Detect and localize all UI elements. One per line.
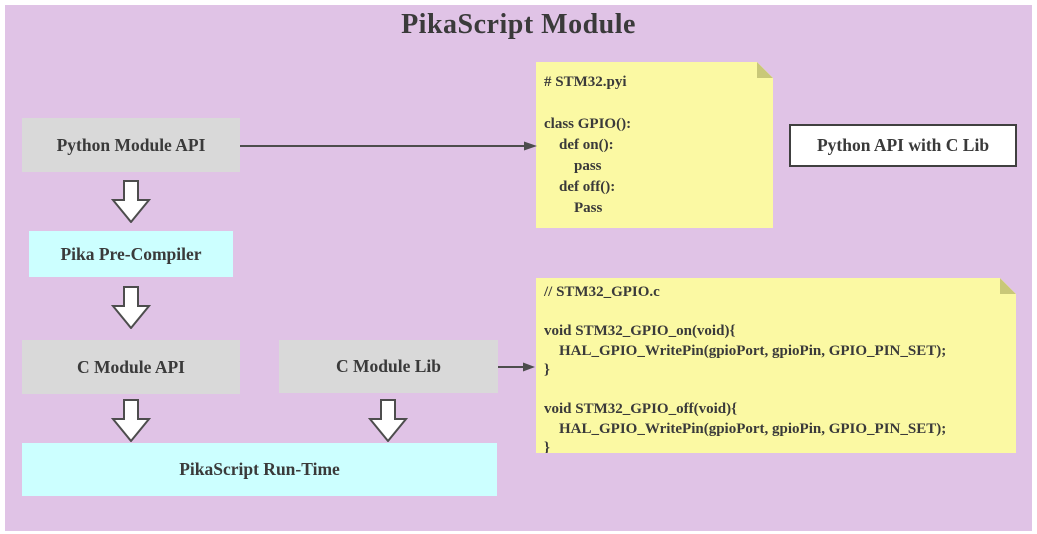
node-pika-pre-compiler-label: Pika Pre-Compiler — [60, 243, 202, 264]
note-stm32-gpio-c: // STM32_GPIO.c void STM32_GPIO_on(void)… — [536, 278, 1016, 453]
node-pikascript-runtime: PikaScript Run-Time — [22, 443, 497, 496]
page-title: PikaScript Module — [401, 9, 636, 40]
down-block-arrow-icon — [111, 286, 151, 329]
down-block-arrow-icon — [111, 399, 151, 442]
note-stm32-gpio-c-code: // STM32_GPIO.c void STM32_GPIO_on(void)… — [544, 284, 947, 456]
node-pikascript-runtime-label: PikaScript Run-Time — [179, 459, 340, 479]
node-c-module-api-label: C Module API — [77, 356, 185, 377]
node-python-module-api: Python Module API — [22, 118, 240, 172]
note-stm32-pyi: # STM32.pyi class GPIO(): def on(): pass… — [536, 62, 773, 228]
down-block-arrow-icon — [111, 180, 151, 223]
right-arrow-icon — [240, 141, 537, 151]
down-block-arrow-icon — [368, 399, 408, 442]
node-c-module-lib: C Module Lib — [279, 340, 498, 393]
right-arrow-icon — [498, 362, 535, 372]
node-python-api-with-c-lib-label: Python API with C Lib — [816, 135, 990, 155]
node-python-module-api-label: Python Module API — [56, 134, 206, 155]
note-stm32-pyi-code: # STM32.pyi class GPIO(): def on(): pass… — [544, 74, 632, 216]
node-python-api-with-c-lib: Python API with C Lib — [789, 124, 1017, 167]
node-pika-pre-compiler: Pika Pre-Compiler — [29, 231, 233, 277]
node-c-module-lib-label: C Module Lib — [335, 356, 442, 376]
node-c-module-api: C Module API — [22, 340, 240, 394]
